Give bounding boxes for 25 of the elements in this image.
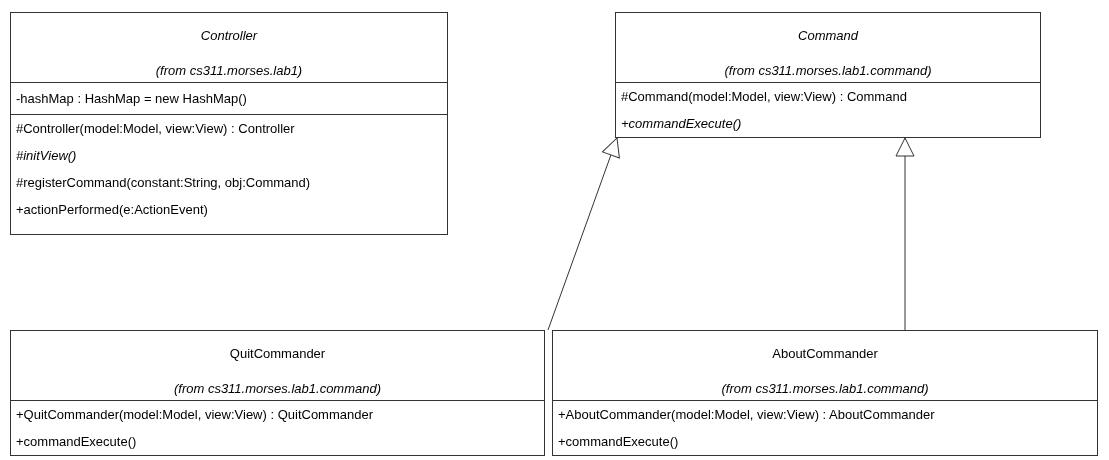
method-text: +actionPerformed(e:ActionEvent) — [15, 201, 209, 219]
method-text: #Controller(model:Model, view:View) : Controller — [15, 120, 296, 138]
class-name: Command — [797, 27, 860, 45]
attribute-text: -hashMap : HashMap = new HashMap() — [15, 90, 248, 108]
method-text: #Command(model:Model, view:View) : Command — [620, 88, 908, 106]
package-label: (from cs311.morses.lab1) — [154, 62, 304, 80]
package-label: (from cs311.morses.lab1.command) — [720, 380, 930, 398]
package-label: (from cs311.morses.lab1.command) — [172, 380, 383, 398]
method-text: +AboutCommander(model:Model, view:View) : AboutCommander — [557, 406, 936, 424]
method-text: +commandExecute() — [620, 115, 743, 133]
package-label: (from cs311.morses.lab1.command) — [723, 62, 933, 80]
class-box — [615, 12, 1041, 138]
method-text: +commandExecute() — [557, 433, 680, 451]
class-name: Controller — [199, 27, 259, 45]
class-name: QuitCommander — [228, 345, 327, 363]
class-box — [10, 330, 545, 456]
method-text: +commandExecute() — [15, 433, 138, 451]
method-text: #initView() — [15, 147, 78, 165]
class-box — [552, 330, 1098, 456]
generalization-arrow — [895, 137, 915, 331]
method-text: +QuitCommander(model:Model, view:View) : QuitCommander — [15, 406, 375, 424]
class-name: AboutCommander — [771, 345, 879, 363]
generalization-arrow — [547, 137, 620, 331]
class-box — [10, 12, 448, 235]
method-text: #registerCommand(constant:String, obj:Command) — [15, 174, 312, 192]
